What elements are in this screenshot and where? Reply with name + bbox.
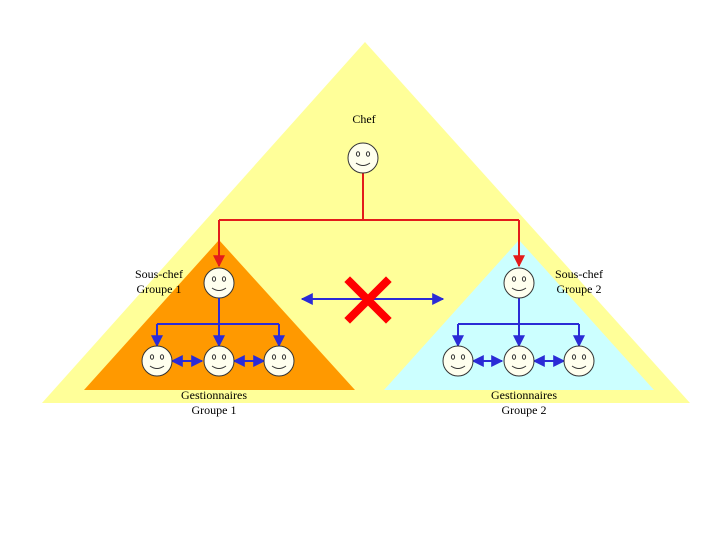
smiley-face-icon: [203, 345, 235, 377]
smiley-face-icon: [141, 345, 173, 377]
smiley-face-icon: [347, 142, 379, 174]
smiley-face-icon: [263, 345, 295, 377]
smiley-face-icon: [503, 267, 535, 299]
souschef-group2-label: Sous-chef Groupe 2: [555, 267, 603, 296]
smiley-face-icon: [203, 267, 235, 299]
smiley-face-icon: [442, 345, 474, 377]
gestionnaires-group1-label: Gestionnaires Groupe 1: [181, 388, 247, 417]
chef-to-souschef-connectors: [213, 173, 525, 268]
gestionnaires-group2-label: Gestionnaires Groupe 2: [491, 388, 557, 417]
group1-connectors: [151, 296, 285, 367]
chef-label: Chef: [352, 112, 376, 126]
smiley-face-icon: [503, 345, 535, 377]
red-cross-icon: [344, 276, 392, 324]
souschef-group1-label: Sous-chef Groupe 1: [135, 267, 183, 296]
smiley-face-icon: [563, 345, 595, 377]
people: [141, 142, 595, 377]
group2-connectors: [452, 296, 585, 367]
